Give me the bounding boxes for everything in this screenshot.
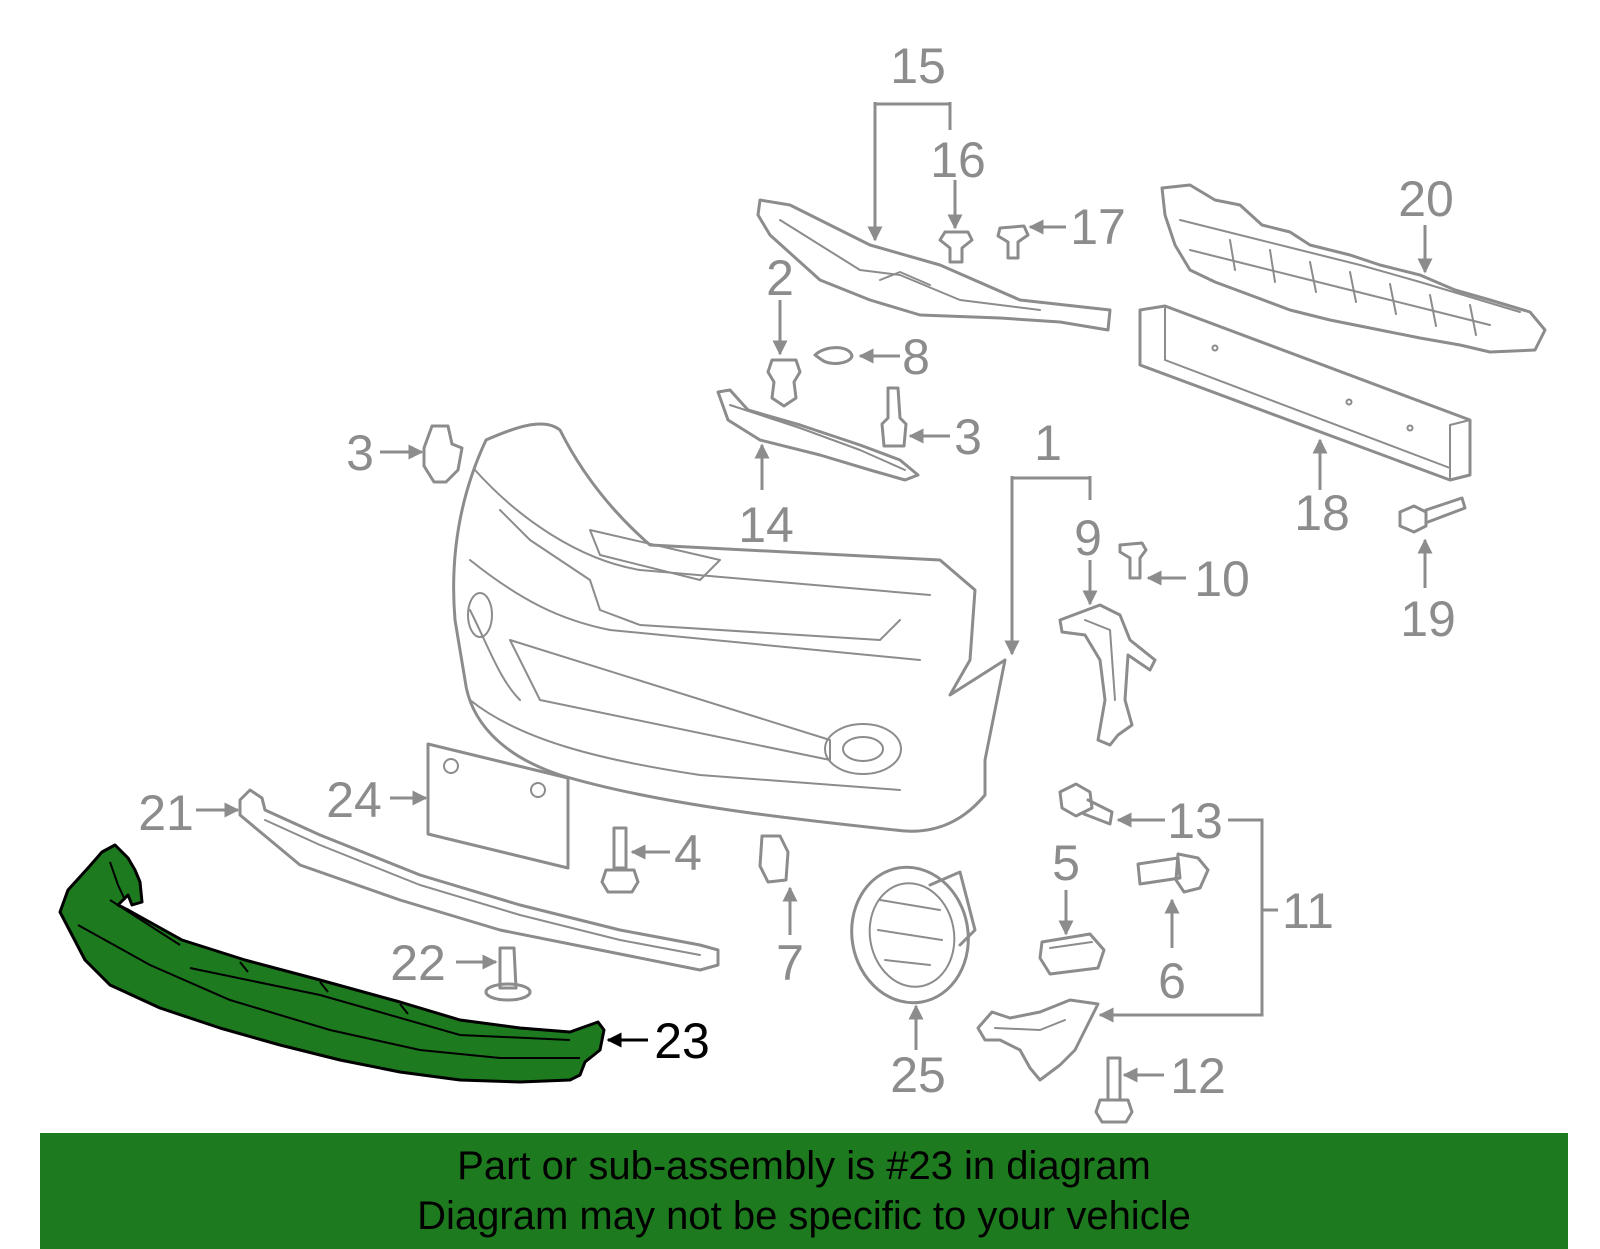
- part-10-clip: [1118, 541, 1148, 580]
- part-11-bracket: [976, 998, 1100, 1082]
- callout-9: 9: [1074, 510, 1102, 566]
- banner-line-1: Part or sub-assembly is #23 in diagram: [457, 1144, 1151, 1188]
- part-25-fog-lamp-bezel: [850, 865, 977, 1005]
- callout-18: 18: [1294, 485, 1350, 541]
- callout-24: 24: [326, 772, 382, 828]
- part-4-bolt: [600, 826, 640, 894]
- callout-23: 23: [654, 1013, 710, 1069]
- callout-22: 22: [390, 935, 446, 991]
- part-13-bolt: [1058, 782, 1114, 826]
- info-banner: Part or sub-assembly is #23 in diagram D…: [40, 1133, 1568, 1249]
- banner-line-2: Diagram may not be specific to your vehi…: [417, 1194, 1191, 1238]
- callout-labels: 15 16 17 20 2 8 3 3 14 1 9 10 18 19 13 1…: [138, 38, 1456, 1104]
- part-18-impact-bar: [1138, 304, 1472, 482]
- part-5-block: [1038, 932, 1106, 976]
- callout-13: 13: [1167, 793, 1223, 849]
- part-1-bumper-cover: [452, 422, 1007, 833]
- callout-14: 14: [738, 497, 794, 553]
- callout-10: 10: [1194, 551, 1250, 607]
- part-17-push-pin: [996, 224, 1030, 260]
- part-20-energy-absorber: [1160, 183, 1547, 354]
- callout-16: 16: [930, 132, 986, 188]
- callout-4: 4: [674, 825, 702, 881]
- callout-8: 8: [902, 329, 930, 385]
- callout-5: 5: [1052, 835, 1080, 891]
- callout-25: 25: [890, 1047, 946, 1103]
- part-15-upper-bracket: [756, 198, 1112, 332]
- part-2-retainer: [766, 358, 802, 408]
- callout-21: 21: [138, 785, 194, 841]
- part-22-fastener: [484, 946, 532, 1002]
- callout-2: 2: [766, 250, 794, 306]
- part-23-air-deflector-highlighted: [58, 843, 606, 1084]
- part-24-license-bracket: [426, 742, 570, 870]
- callout-11: 11: [1282, 883, 1334, 939]
- callout-15: 15: [890, 38, 946, 94]
- part-21-reinforcement: [238, 788, 720, 972]
- part-14-molding: [716, 388, 920, 482]
- part-6-bolt: [1136, 852, 1210, 894]
- leader-lines: [196, 102, 1433, 1083]
- callout-1: 1: [1034, 415, 1062, 471]
- part-12-bolt: [1094, 1056, 1134, 1124]
- callout-3-left: 3: [346, 425, 374, 481]
- part-9-bracket: [1058, 603, 1157, 747]
- part-7-clip: [758, 834, 790, 884]
- part-16-push-pin: [938, 230, 974, 264]
- part-19-bolt: [1398, 496, 1467, 534]
- callout-12: 12: [1170, 1048, 1226, 1104]
- part-3-fastener-left: [422, 424, 464, 484]
- part-3-fastener-right: [880, 386, 908, 448]
- part-8-clip: [813, 346, 854, 365]
- callout-6: 6: [1158, 953, 1186, 1009]
- callout-20: 20: [1398, 171, 1454, 227]
- callout-17: 17: [1070, 199, 1126, 255]
- callout-3-right: 3: [954, 409, 982, 465]
- callout-7: 7: [776, 935, 804, 991]
- callout-19: 19: [1400, 591, 1456, 647]
